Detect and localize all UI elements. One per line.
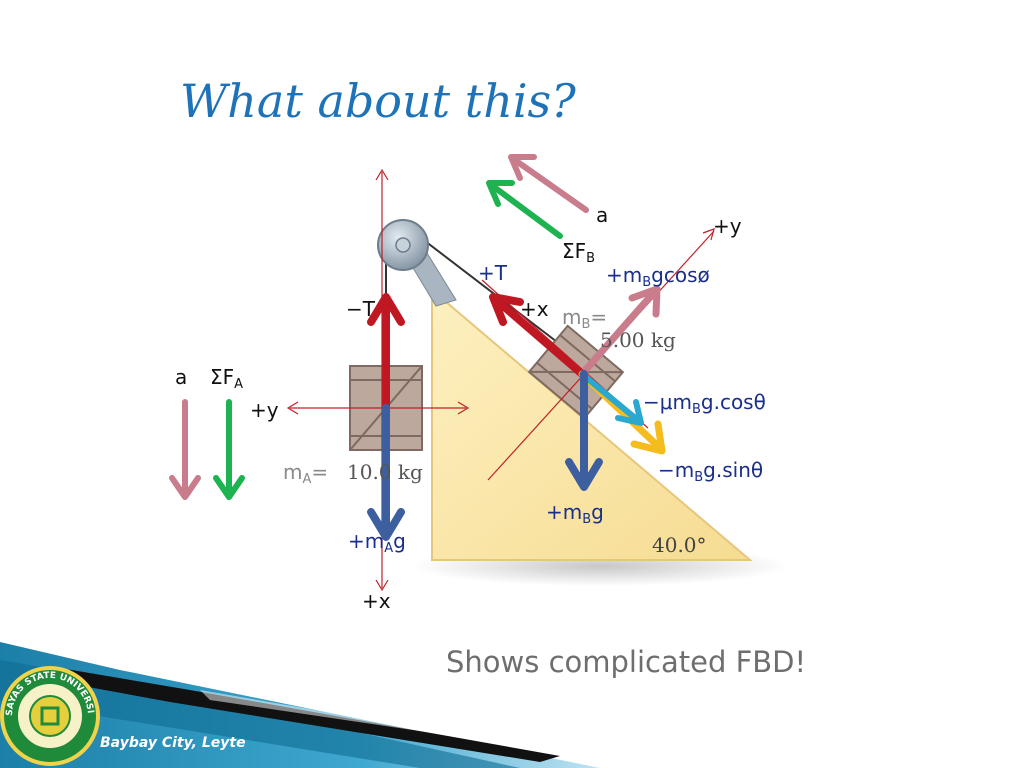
- block-b-normal-label: +mBgcosø: [606, 263, 710, 290]
- block-a-plus-y-label: +y: [250, 398, 279, 422]
- block-b-net-force-label: ΣFB: [562, 239, 596, 266]
- block-b-parallel-label: −mBg.sinθ: [658, 458, 764, 485]
- block-b-accel-arrow: [508, 154, 589, 213]
- block-a-mass-value: 10.0 kg: [347, 460, 423, 484]
- block-a-plus-x-label: +x: [362, 589, 391, 613]
- block-b-plus-y-label: +y: [713, 214, 742, 238]
- pulley-axle: [395, 237, 411, 253]
- block-a-mass-symbol: mA=: [283, 460, 329, 487]
- block-a-net-force-arrow: [213, 399, 245, 500]
- block-a-weight-arrow: [367, 404, 405, 541]
- block-a-net-force-label: ΣFA: [210, 365, 244, 392]
- block-b-mass-symbol: mB=: [562, 305, 608, 332]
- block-a-weight-label: +mAg: [348, 529, 406, 556]
- block-a-accel-label: a: [175, 365, 188, 389]
- incline-angle-label: 40.0°: [652, 533, 707, 557]
- rope-incline: [407, 227, 579, 359]
- incline-wedge: [431, 287, 753, 561]
- slide-title: What about this?: [180, 74, 576, 128]
- footer-location: Baybay City, Leyte: [100, 735, 246, 751]
- block-a-accel-arrow: [169, 399, 201, 500]
- block-a-tension-arrow: [367, 293, 405, 412]
- block-b-weight-label: +mBg: [546, 500, 604, 527]
- block-b-friction-arrow: [579, 371, 644, 426]
- block-a-tension-label: −T: [346, 297, 375, 321]
- block-b-accel-label: a: [596, 203, 609, 227]
- footer-band: [0, 642, 600, 768]
- svg-text:VISAYAS STATE UNIVERSITY: VISAYAS STATE UNIVERSITY: [0, 0, 95, 716]
- block-b-normal-arrow: [578, 285, 661, 378]
- slide-caption: Shows complicated FBD!: [446, 645, 807, 679]
- block-b-weight-arrow: [565, 370, 603, 491]
- block-b-net-force-arrow: [486, 180, 563, 239]
- block-b-plus-x-label: +x: [520, 297, 549, 321]
- block-b-tension-arrow: [489, 293, 586, 378]
- block-b-friction-label: −μmBg.cosθ: [643, 390, 766, 417]
- block-b-mass-value: 5.00 kg: [600, 328, 676, 352]
- block-b-tension-label: +T: [478, 261, 507, 285]
